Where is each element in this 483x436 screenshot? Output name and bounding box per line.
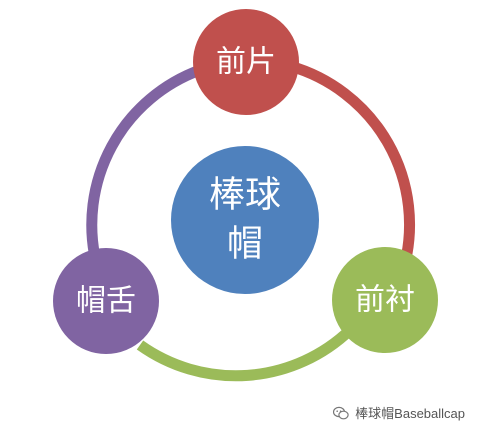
wechat-icon bbox=[333, 406, 349, 420]
center-node: 棒球 帽 bbox=[171, 146, 319, 294]
node-circle-visor bbox=[53, 248, 159, 354]
watermark: 棒球帽Baseballcap bbox=[333, 403, 465, 422]
arc-front-panel-to-front-lining bbox=[288, 60, 416, 269]
center-label-line2: 帽 bbox=[227, 224, 263, 265]
node-front-panel: 前片 bbox=[193, 9, 299, 115]
watermark-text: 棒球帽Baseballcap bbox=[355, 406, 465, 421]
node-circle-front-lining bbox=[332, 247, 438, 353]
node-label-front-lining: 前衬 bbox=[355, 283, 415, 318]
node-label-front-panel: 前片 bbox=[216, 45, 276, 80]
node-visor: 帽舌 bbox=[53, 248, 159, 354]
node-label-visor: 帽舌 bbox=[76, 284, 136, 319]
node-circle-front-panel bbox=[193, 9, 299, 115]
arc-visor-to-front-panel bbox=[86, 64, 202, 264]
center-circle bbox=[171, 146, 319, 294]
node-front-lining: 前衬 bbox=[332, 247, 438, 353]
arc-front-lining-to-visor bbox=[136, 326, 354, 382]
center-label-line1: 棒球 bbox=[209, 175, 281, 216]
